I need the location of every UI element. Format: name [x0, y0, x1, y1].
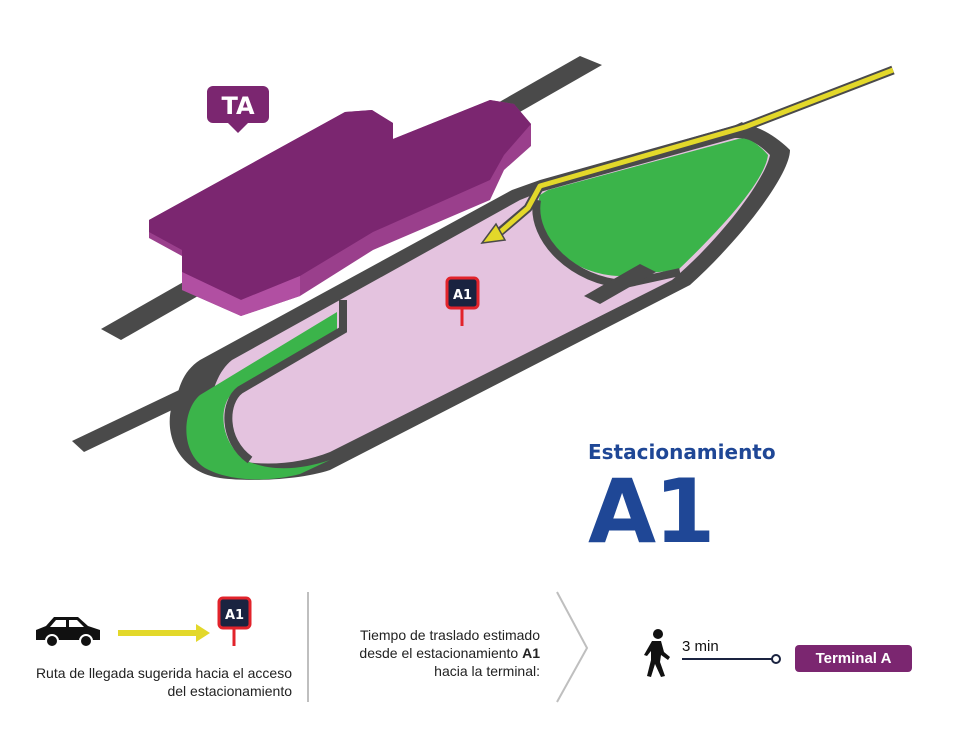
- terminal-marker-label: TA: [221, 92, 255, 120]
- arrow-icon: [118, 624, 210, 642]
- terminal-building: [149, 100, 531, 316]
- suggested-route: [480, 65, 895, 244]
- legend-sign-label: A1: [225, 608, 244, 623]
- route-legend-text: Ruta de llegada sugerida hacia el acceso…: [35, 665, 292, 699]
- time-text-2: desde el estacionamiento: [359, 645, 519, 661]
- parking-title: Estacionamiento A1: [588, 440, 788, 556]
- walking-person-icon: [644, 629, 670, 677]
- legend-divider: [307, 592, 309, 702]
- parking-sign-pin: A1: [445, 276, 480, 326]
- green-island-north: [537, 138, 768, 276]
- route-arrowhead: [480, 222, 507, 244]
- chevron-icon: [556, 591, 589, 703]
- time-connector: [682, 654, 781, 664]
- title-small: Estacionamiento: [588, 440, 776, 464]
- terminal-marker: TA: [207, 86, 269, 133]
- time-text-3: hacia la terminal:: [434, 663, 540, 679]
- time-text-1: Tiempo de traslado estimado: [359, 627, 540, 643]
- terminal-badge: Terminal A: [795, 645, 912, 672]
- car-icon: [36, 617, 100, 648]
- time-text-bold: A1: [522, 645, 540, 661]
- walk-minutes: 3 min: [682, 638, 719, 655]
- time-legend-text: Tiempo de traslado estimado desde el est…: [308, 626, 540, 680]
- legend-parking-sign: A1: [217, 596, 252, 646]
- parking-sign-label: A1: [453, 288, 472, 303]
- green-island-south: [186, 312, 337, 480]
- title-big: A1: [588, 460, 715, 563]
